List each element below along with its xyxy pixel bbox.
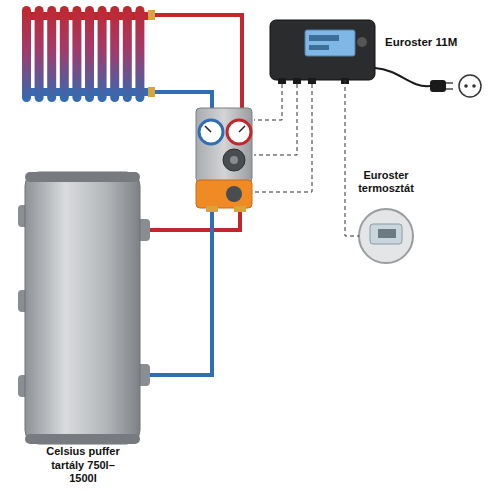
- cable-gland: [293, 78, 301, 84]
- radiator-section: [135, 6, 144, 102]
- cable-gland: [278, 78, 286, 84]
- supply-pipe: [148, 208, 240, 230]
- node-label: Celsius puffer tartály 750l–1500l: [38, 445, 128, 485]
- pipe-fitting: [206, 206, 218, 212]
- signal-wire: [254, 84, 312, 192]
- socket-hole: [472, 84, 476, 88]
- socket-hole: [464, 84, 468, 88]
- node-label: Euroster 11M: [385, 36, 457, 50]
- thermostat-body: [359, 209, 413, 263]
- cable-gland: [308, 78, 316, 84]
- radiator-section: [110, 6, 119, 102]
- radiator-section: [35, 6, 44, 102]
- pipe-fitting: [234, 206, 246, 212]
- radiator-section: [98, 6, 107, 102]
- valve-knob: [226, 186, 242, 202]
- signal-wire: [345, 80, 359, 236]
- thermostat-display: [370, 224, 402, 244]
- tank-top: [25, 172, 140, 182]
- signal-wire: [254, 84, 297, 155]
- plug-pin: [446, 82, 453, 84]
- gauge-needle: [239, 126, 245, 132]
- radiator-section: [72, 6, 81, 102]
- buffer-tank-node: Celsius puffer tartály 750l–1500l: [20, 165, 145, 487]
- radiator-section: [85, 6, 94, 102]
- power-cable: [375, 68, 430, 86]
- pump-group-body: [196, 108, 252, 182]
- radiator: [22, 6, 150, 102]
- controller-housing: [270, 20, 375, 80]
- return-pipe: [150, 92, 212, 110]
- gauge: [227, 120, 251, 144]
- controller-node: Euroster 11M: [270, 20, 375, 80]
- valve-fitting: [148, 87, 155, 97]
- radiator-section: [47, 6, 56, 102]
- insulation-shell: [196, 180, 252, 208]
- node-label: Euroster termosztát: [349, 169, 423, 195]
- plug-pin: [446, 88, 453, 90]
- buffer-tank: [25, 172, 140, 444]
- return-pipe: [148, 208, 212, 375]
- controller-display: [305, 30, 355, 56]
- signal-wire: [254, 84, 282, 120]
- plug: [430, 80, 446, 92]
- pump-motor: [223, 149, 245, 171]
- radiator-section: [123, 6, 132, 102]
- pump-hub: [230, 156, 238, 164]
- thermostat-node: Euroster termosztát: [359, 209, 413, 263]
- radiator-section: [22, 6, 31, 102]
- display-segment: [309, 45, 329, 50]
- supply-pipe: [150, 15, 242, 110]
- display-segment: [378, 229, 396, 238]
- gauge: [199, 120, 223, 144]
- radiator-section: [60, 6, 69, 102]
- tank-bottom: [25, 434, 140, 444]
- gauge-needle: [205, 126, 211, 132]
- valve-fitting: [148, 10, 155, 20]
- controller-knob: [357, 37, 367, 47]
- socket: [459, 75, 481, 97]
- display-segment: [309, 35, 339, 41]
